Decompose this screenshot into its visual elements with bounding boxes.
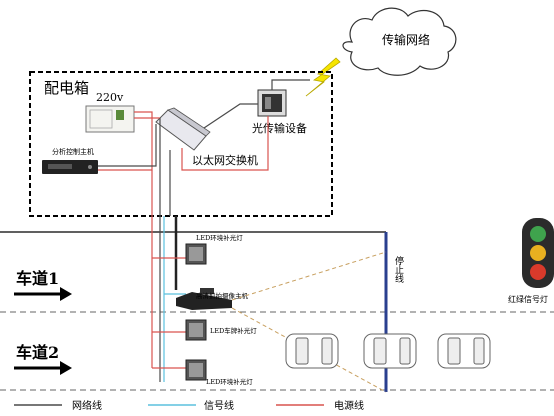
cloud-label: 传输网络 xyxy=(382,32,430,47)
camera-host xyxy=(176,288,232,310)
cloud-shape xyxy=(342,7,457,76)
cabinet-box xyxy=(29,71,333,217)
led-plate-light xyxy=(185,319,207,341)
car-3 xyxy=(437,333,491,369)
traffic-light-label: 红绿信号灯 xyxy=(508,294,548,304)
stop-line-label: 停止线 xyxy=(393,255,404,283)
cabinet-label: 配电箱 xyxy=(44,79,89,97)
lane1-arrow-icon xyxy=(14,287,72,301)
power-panel xyxy=(85,105,135,133)
cabinet-wiring xyxy=(98,79,310,216)
led-fill-light-top xyxy=(185,243,207,265)
analysis-host xyxy=(42,160,98,174)
lane2-label: 车道2 xyxy=(16,343,59,362)
lane1-label: 车道1 xyxy=(16,269,59,288)
legend-network-label: 网络线 xyxy=(72,399,102,412)
car-1 xyxy=(285,333,339,369)
led-fill-light-bottom xyxy=(185,359,207,381)
analysis-label: 分析控制主机 xyxy=(52,147,94,156)
camera-beam xyxy=(231,251,387,393)
plate-light-label: LED车牌补光灯 xyxy=(210,326,257,335)
traffic-light-icon xyxy=(522,218,554,288)
switch-label: 以太网交换机 xyxy=(192,153,258,167)
voltage-label: 220v xyxy=(96,91,124,104)
lane2-arrow-icon xyxy=(14,361,72,375)
lightning-icon xyxy=(305,57,341,97)
legend: 网络线 信号线 电源线 xyxy=(14,399,364,412)
camera-label: 高清抓拍摄像主机 xyxy=(196,291,249,300)
legend-power-label: 电源线 xyxy=(334,399,364,412)
fill-light-bottom-label: LED环境补光灯 xyxy=(206,377,253,386)
legend-signal-label: 信号线 xyxy=(204,399,234,412)
optical-device xyxy=(257,89,287,117)
car-2 xyxy=(363,333,417,369)
pole-cables xyxy=(151,216,186,382)
optical-label: 光传输设备 xyxy=(252,121,307,135)
fill-light-top-label: LED环境补光灯 xyxy=(196,233,243,242)
ethernet-switch xyxy=(155,107,211,151)
